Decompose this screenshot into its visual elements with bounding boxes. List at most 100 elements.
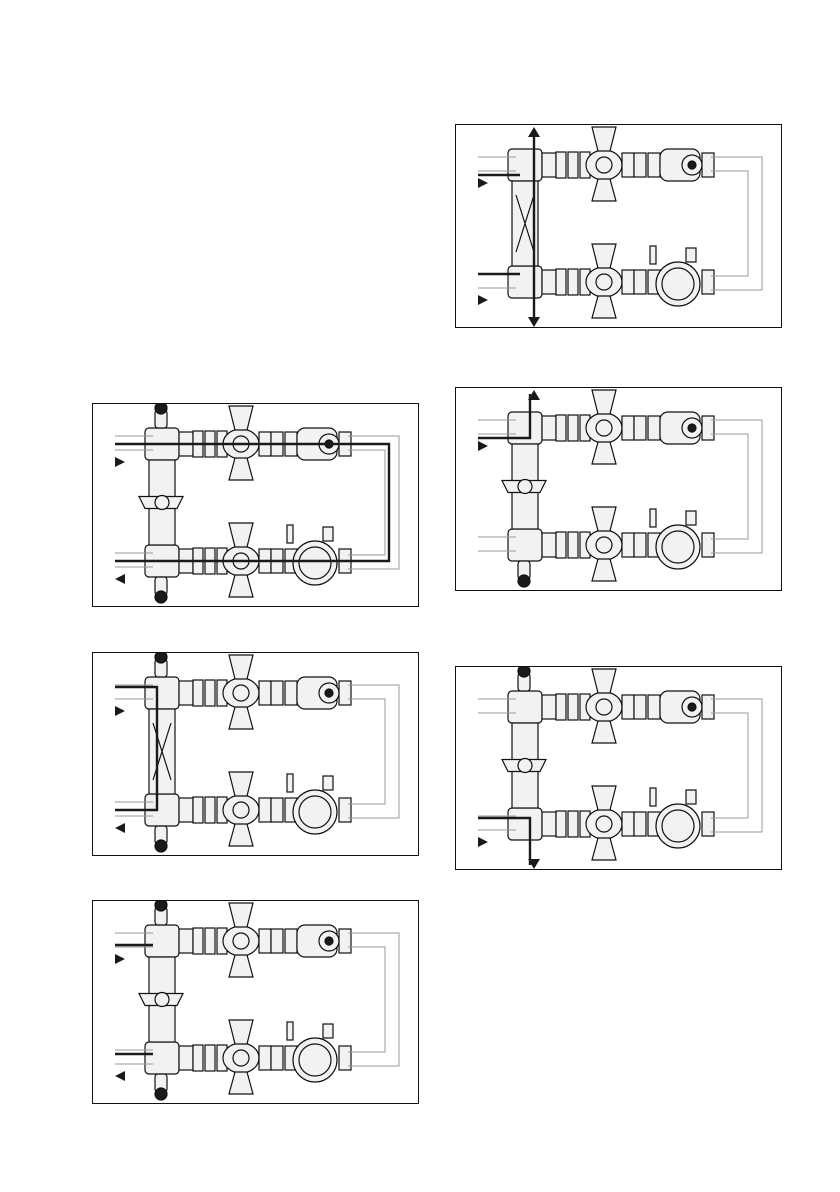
pipe-row-top bbox=[508, 127, 714, 201]
hex-nut bbox=[556, 152, 566, 178]
flow-arrow-up bbox=[528, 127, 540, 137]
air-vent-cap-bottom bbox=[155, 840, 167, 852]
hex-nut bbox=[205, 1045, 215, 1071]
hex-nut bbox=[205, 797, 215, 823]
valve-handle-top bbox=[229, 406, 253, 430]
bypass-valve-hub bbox=[155, 496, 169, 510]
sensor-probe bbox=[287, 774, 293, 792]
figure-2-drawing bbox=[93, 653, 420, 857]
thermostat-center bbox=[325, 689, 333, 697]
valve-handle-top bbox=[592, 244, 616, 268]
tee-fitting bbox=[508, 412, 542, 444]
thermostat-center bbox=[688, 424, 696, 432]
valve-hub bbox=[596, 420, 612, 436]
hex-nut bbox=[193, 1045, 203, 1071]
valve-handle-bottom bbox=[229, 575, 253, 597]
hex-nut bbox=[556, 694, 566, 720]
hex-nut bbox=[568, 152, 578, 178]
hex-nut bbox=[568, 415, 578, 441]
air-vent-cap-top bbox=[155, 404, 167, 414]
valve-handle-top bbox=[229, 772, 253, 796]
sensor-probe bbox=[650, 509, 656, 527]
air-vent-cap-bottom bbox=[518, 575, 530, 587]
bypass-valve-hub bbox=[518, 759, 532, 773]
return-line-inner bbox=[711, 171, 748, 276]
flow-arrow-in-0 bbox=[115, 457, 125, 467]
hex-nut bbox=[634, 270, 646, 294]
figure-4 bbox=[455, 124, 782, 328]
return-line-inner bbox=[348, 450, 385, 555]
manifold-assembly bbox=[502, 390, 714, 587]
hex-nut bbox=[285, 681, 297, 705]
return-line-inner bbox=[348, 699, 385, 804]
bypass-valve-hub bbox=[518, 480, 532, 494]
vent-cap bbox=[323, 527, 333, 541]
hex-nut bbox=[271, 929, 283, 953]
valve-handle-top bbox=[592, 127, 616, 151]
valve-handle-bottom bbox=[592, 838, 616, 860]
air-vent-cap-top bbox=[155, 901, 167, 911]
hex-nut bbox=[568, 811, 578, 837]
valve-hub bbox=[233, 1050, 249, 1066]
pipe-row-bottom bbox=[508, 507, 714, 581]
nut bbox=[542, 695, 556, 719]
flow-arrow-down bbox=[528, 317, 540, 327]
hex-nut bbox=[556, 532, 566, 558]
valve-hub bbox=[596, 274, 612, 290]
hex-nut bbox=[648, 153, 660, 177]
sensor-probe bbox=[287, 1022, 293, 1040]
return-line-inner bbox=[711, 434, 748, 539]
valve-end bbox=[622, 416, 634, 440]
hex-nut bbox=[193, 797, 203, 823]
valve-hub bbox=[596, 157, 612, 173]
bypass-section bbox=[502, 723, 546, 808]
hex-nut bbox=[193, 680, 203, 706]
nut bbox=[542, 270, 556, 294]
valve-handle-bottom bbox=[592, 179, 616, 201]
hex-nut bbox=[556, 269, 566, 295]
flow-arrow-in-0 bbox=[478, 178, 488, 188]
valve-hub bbox=[233, 933, 249, 949]
hex-nut bbox=[648, 416, 660, 440]
valve-handle-bottom bbox=[229, 955, 253, 977]
vent-cap bbox=[323, 1024, 333, 1038]
return-line-outer bbox=[711, 699, 762, 832]
hex-nut bbox=[634, 533, 646, 557]
tee-fitting bbox=[508, 529, 542, 561]
figure-2 bbox=[92, 652, 419, 856]
flow-arrow-in-1 bbox=[478, 837, 488, 847]
valve-end bbox=[259, 798, 271, 822]
flow-arrow-out-1 bbox=[115, 574, 125, 584]
valve-hub bbox=[596, 816, 612, 832]
bypass-section bbox=[502, 444, 546, 529]
nut bbox=[542, 416, 556, 440]
valve-end bbox=[622, 812, 634, 836]
bypass-section bbox=[149, 709, 175, 794]
manifold-assembly bbox=[508, 127, 714, 318]
tee-fitting bbox=[145, 1042, 179, 1074]
hex-nut bbox=[568, 694, 578, 720]
vent-cap bbox=[686, 790, 696, 804]
air-vent-cap-bottom bbox=[155, 591, 167, 603]
hex-nut bbox=[271, 1046, 283, 1070]
return-line-inner bbox=[348, 947, 385, 1052]
tee-fitting bbox=[145, 925, 179, 957]
hex-nut bbox=[568, 532, 578, 558]
tee-fitting bbox=[508, 691, 542, 723]
valve-hub bbox=[233, 685, 249, 701]
thermostat-center bbox=[688, 161, 696, 169]
figure-6 bbox=[455, 666, 782, 870]
valve-hub bbox=[596, 537, 612, 553]
pipe-row-bottom bbox=[145, 772, 351, 846]
flow-arrow-in-0 bbox=[115, 954, 125, 964]
nut bbox=[179, 929, 193, 953]
figure-1-drawing bbox=[93, 404, 420, 608]
valve-handle-bottom bbox=[592, 559, 616, 581]
valve-handle-top bbox=[592, 669, 616, 693]
valve-end bbox=[259, 681, 271, 705]
figure-4-drawing bbox=[456, 125, 783, 329]
bypass-section bbox=[139, 460, 183, 545]
valve-end bbox=[622, 695, 634, 719]
figure-5 bbox=[455, 387, 782, 591]
